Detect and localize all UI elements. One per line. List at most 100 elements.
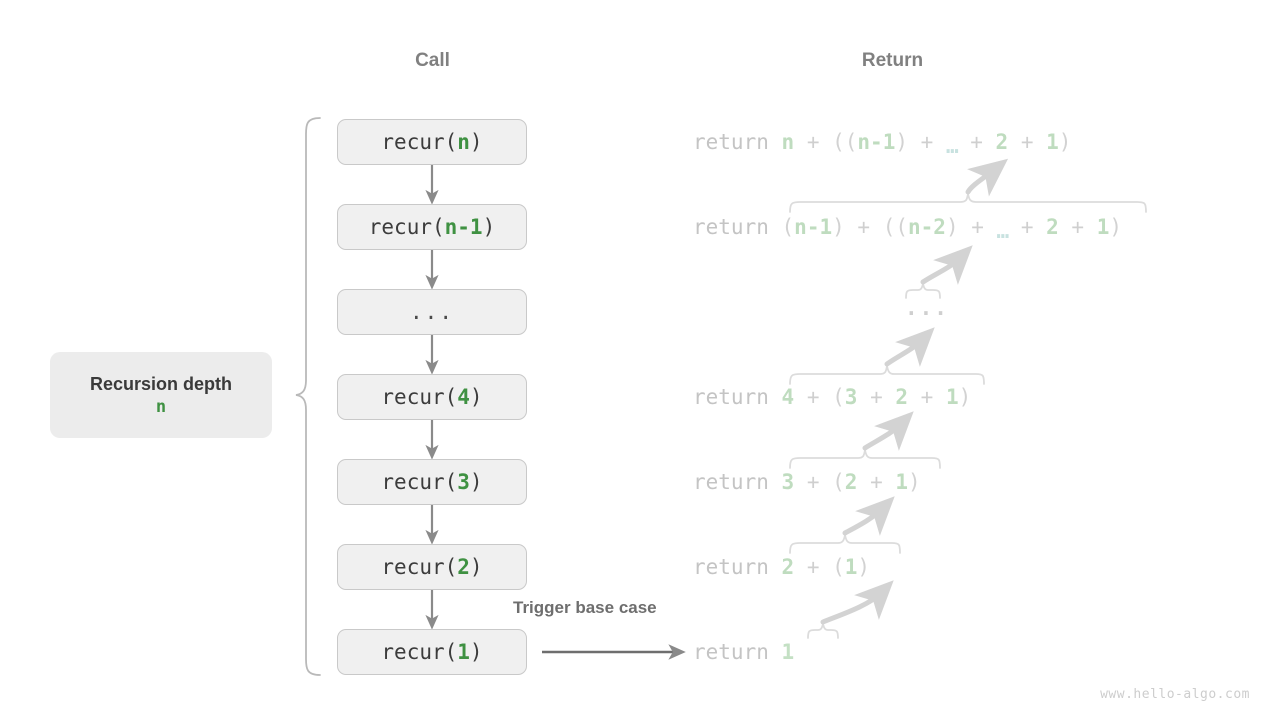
return-paren: ) — [1058, 130, 1072, 154]
return-operator: + — [794, 130, 833, 154]
return-ellipsis-token: … — [945, 134, 959, 158]
recursion-depth-label: Recursion depth n — [50, 352, 272, 438]
return-paren: ) — [945, 215, 959, 239]
call-box-argument: 1 — [457, 640, 470, 664]
return-statement: return 4 + (3 + 2 + 1) — [693, 381, 971, 413]
return-paren: ( — [832, 385, 845, 409]
call-box-fn-name: recur( — [381, 130, 458, 154]
return-brace — [807, 623, 839, 639]
column-header-call: Call — [415, 50, 450, 71]
return-keyword: return — [693, 215, 782, 239]
call-box-fn-name: recur( — [381, 640, 458, 664]
call-box-ellipsis: ... — [337, 289, 527, 335]
return-statement: return 2 + (1) — [693, 551, 870, 583]
return-operator: + — [1058, 215, 1097, 239]
return-statement: return (n-1) + ((n-2) + … + 2 + 1) — [693, 211, 1122, 243]
trigger-base-case-label: Trigger base case — [513, 598, 657, 617]
return-ellipsis: ... — [905, 296, 949, 320]
return-paren: ( — [781, 215, 795, 239]
return-arrow — [884, 327, 935, 367]
return-operator: + — [957, 130, 996, 154]
recursion-depth-title: Recursion depth — [89, 373, 232, 394]
call-box-fn-name: recur( — [368, 215, 445, 239]
return-arrow — [965, 158, 1009, 197]
call-box-label: ... — [410, 300, 454, 324]
return-value: 3 — [781, 470, 795, 494]
return-brace — [789, 193, 1147, 213]
return-arrow — [920, 245, 973, 285]
return-paren: ) — [832, 215, 845, 239]
call-box-argument: n-1 — [444, 215, 483, 239]
call-box-fn-name: recur( — [381, 555, 458, 579]
return-operator: + — [794, 470, 833, 494]
return-value: 1 — [1096, 215, 1110, 239]
return-operator: + — [908, 130, 946, 154]
return-statement: return 3 + (2 + 1) — [693, 466, 921, 498]
return-value: 1 — [781, 640, 795, 664]
call-box: recur(4) — [337, 374, 527, 420]
return-operator: + — [958, 215, 997, 239]
call-box-paren: ) — [469, 555, 483, 579]
call-box-paren: ) — [469, 130, 483, 154]
return-paren: ( — [832, 555, 845, 579]
return-arrow — [862, 411, 914, 451]
call-box: recur(2) — [337, 544, 527, 590]
return-value: 2 — [844, 470, 858, 494]
return-value: 2 — [895, 385, 909, 409]
call-box-paren: ) — [482, 215, 496, 239]
return-ellipsis-token: … — [996, 219, 1010, 243]
return-arrow — [842, 496, 895, 536]
return-statement: return 1 — [693, 636, 794, 668]
return-keyword: return — [693, 385, 782, 409]
return-paren: ) — [857, 555, 871, 579]
call-box-paren: ) — [469, 470, 483, 494]
return-paren: ) — [908, 470, 921, 494]
call-box-fn-name: recur( — [381, 470, 458, 494]
call-box-argument: 4 — [457, 385, 470, 409]
call-box: recur(n-1) — [337, 204, 527, 250]
column-header-return: Return — [861, 50, 924, 71]
call-box-fn-name: recur( — [381, 385, 458, 409]
call-box-paren: ) — [469, 640, 483, 664]
return-paren: ) — [895, 130, 908, 154]
return-keyword: return — [693, 640, 782, 664]
return-paren: ( — [832, 470, 845, 494]
recursion-depth-value: n — [155, 396, 167, 417]
return-value: n — [781, 130, 795, 154]
return-value: 1 — [1046, 130, 1059, 154]
return-paren: (( — [882, 215, 908, 239]
return-keyword: return — [693, 555, 782, 579]
return-operator: + — [1008, 130, 1047, 154]
return-operator: + — [794, 385, 833, 409]
watermark: www.hello-algo.com — [1100, 687, 1250, 702]
return-statement: return n + ((n-1) + … + 2 + 1) — [693, 126, 1071, 158]
return-value: n-1 — [794, 215, 833, 239]
call-box: recur(1) — [337, 629, 527, 675]
return-keyword: return — [693, 470, 782, 494]
return-operator: + — [857, 385, 896, 409]
return-operator: + — [794, 555, 833, 579]
return-operator: + — [908, 385, 946, 409]
call-box-paren: ) — [469, 385, 483, 409]
return-paren: (( — [832, 130, 858, 154]
return-operator: + — [844, 215, 883, 239]
return-operator: + — [857, 470, 896, 494]
return-value: n-1 — [857, 130, 896, 154]
return-value: 1 — [945, 385, 959, 409]
return-paren: ) — [1109, 215, 1123, 239]
call-box-argument: 2 — [457, 555, 470, 579]
call-box: recur(3) — [337, 459, 527, 505]
return-value: 2 — [781, 555, 795, 579]
return-value: 2 — [1046, 215, 1059, 239]
return-arrow — [820, 580, 894, 625]
call-box: recur(n) — [337, 119, 527, 165]
return-value: 3 — [844, 385, 858, 409]
call-box-argument: n — [457, 130, 470, 154]
return-keyword: return — [693, 130, 782, 154]
return-paren: ) — [958, 385, 972, 409]
return-value: 1 — [895, 470, 909, 494]
call-box-argument: 3 — [457, 470, 470, 494]
recursion-depth-brace — [295, 117, 321, 676]
return-value: 2 — [995, 130, 1009, 154]
